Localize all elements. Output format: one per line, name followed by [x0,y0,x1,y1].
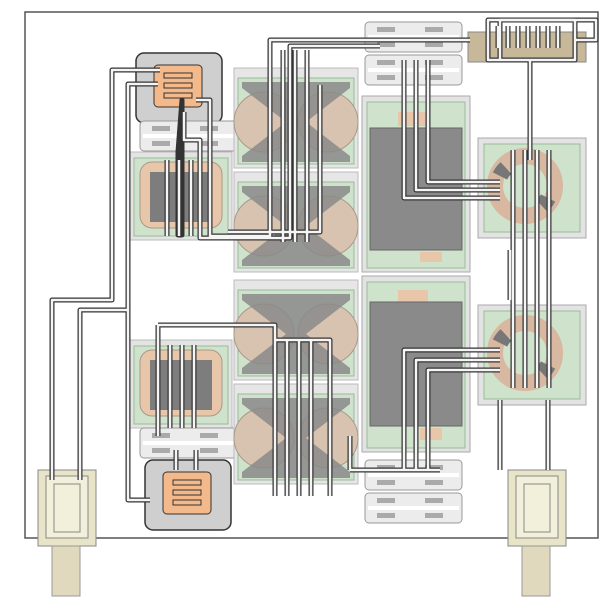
left-terminal-plug [37,469,97,597]
bottom-left-solder-pad [144,459,232,531]
transformer-module-4 [233,383,359,485]
large-module-bottom [361,275,471,453]
top-left-connector [139,120,238,152]
bottom-connector-2 [364,492,463,524]
bottom-left-connector [139,427,238,459]
transformer-module-3 [233,279,359,381]
toroid-module-bottom [478,305,586,405]
traces [49,17,599,503]
right-terminal-plug [507,469,567,597]
